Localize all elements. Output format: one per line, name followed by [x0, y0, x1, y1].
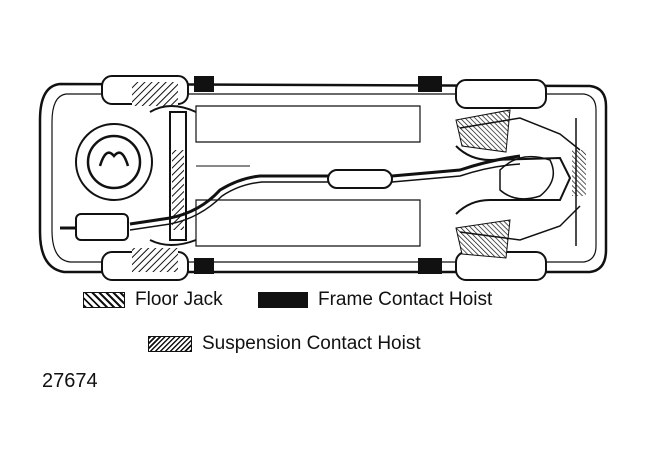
legend-floor-jack-label: Floor Jack	[135, 289, 223, 310]
legend-floor-jack: Floor Jack	[83, 289, 223, 311]
exhaust-pipe	[129, 174, 330, 226]
body-inner-outline	[51, 93, 597, 263]
legend-suspension-contact-label: Suspension Contact Hoist	[202, 333, 421, 354]
muffler	[75, 213, 129, 241]
legend-suspension-contact-hoist: Suspension Contact Hoist	[148, 333, 421, 355]
figure-number: 27674	[42, 370, 98, 392]
legend-frame-contact-label: Frame Contact Hoist	[318, 289, 493, 310]
floor-panel-right	[195, 199, 421, 247]
floor-jack-point-front-right	[132, 248, 178, 272]
suspension-point-rear-right	[455, 219, 511, 259]
frame-contact-point-2	[194, 258, 214, 274]
suspension-point-rear-left	[455, 109, 511, 153]
wheel-rear-left	[455, 79, 547, 109]
engine-cradle	[455, 145, 572, 215]
frame-contact-point-4	[418, 258, 442, 274]
floor-jack-swatch-icon	[83, 292, 125, 308]
frame-contact-point-1	[194, 76, 214, 92]
floor-panel-left	[195, 105, 421, 143]
catalytic-converter	[327, 169, 393, 189]
body-outline	[38, 82, 608, 274]
floor-jack-point-front-left	[132, 82, 178, 106]
legend-frame-contact-hoist: Frame Contact Hoist	[258, 289, 492, 311]
frame-contact-point-3	[418, 76, 442, 92]
suspension-point-rear-axle	[572, 150, 586, 196]
spare-tire-well	[75, 123, 153, 201]
frame-contact-swatch-icon	[258, 292, 308, 308]
suspension-contact-swatch-icon	[148, 336, 192, 352]
